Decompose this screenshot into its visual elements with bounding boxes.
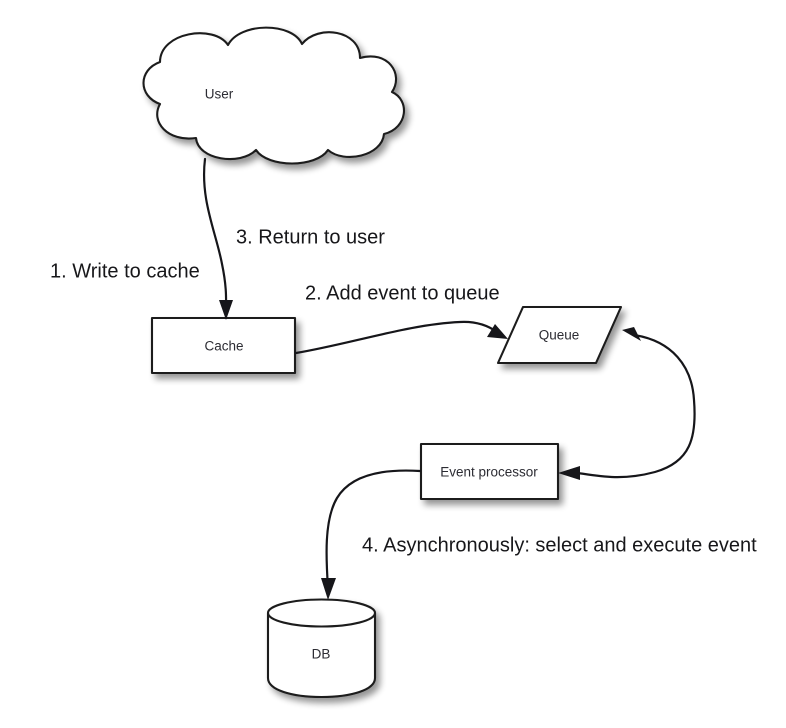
db-top-outline [266, 598, 377, 628]
cache-shape [152, 318, 295, 373]
step-label-1: 1. Write to cache [50, 260, 200, 282]
db-body-outline [266, 611, 377, 699]
node-queue[interactable] [496, 305, 623, 365]
edge-cache-to-queue-line [294, 320, 499, 355]
event-processor-shape [421, 444, 558, 499]
edge-queue-event-processor-line [576, 333, 696, 479]
node-cache[interactable] [150, 316, 297, 375]
node-queue-label: Queue [539, 328, 580, 343]
node-db-label: DB [312, 647, 331, 662]
cloud-outline [142, 26, 406, 165]
node-event-processor-label: Event processor [440, 465, 538, 480]
db-shape [268, 613, 375, 697]
edge-to-event-processor-arrowhead [558, 466, 580, 480]
db-top-fill [268, 599, 375, 627]
node-user-label: User [205, 87, 234, 102]
edge-cache-to-queue-arrowhead [487, 324, 508, 339]
step-label-2: 2. Add event to queue [305, 282, 500, 304]
cloud-shape [143, 27, 404, 164]
edge-user-to-cache-arrowhead [219, 300, 233, 320]
edge-user-to-cache[interactable] [203, 157, 233, 320]
edge-to-queue-arrowhead [622, 327, 641, 341]
edge-queue-event-processor[interactable] [558, 327, 696, 480]
edge-user-to-cache-line [203, 157, 228, 311]
cache-outline [150, 316, 297, 375]
node-db[interactable] [266, 598, 377, 699]
edge-event-processor-to-db-arrowhead [321, 578, 336, 600]
edge-event-processor-to-db[interactable] [321, 469, 422, 600]
node-cache-label: Cache [204, 339, 243, 354]
queue-shape [498, 307, 621, 363]
edge-cache-to-queue[interactable] [294, 320, 508, 355]
step-label-4: 4. Asynchronously: select and execute ev… [362, 534, 757, 556]
event-processor-outline [419, 442, 560, 501]
node-user[interactable] [142, 26, 406, 165]
step-label-3: 3. Return to user [236, 226, 385, 248]
node-event-processor[interactable] [419, 442, 560, 501]
edge-event-processor-to-db-line [325, 469, 422, 590]
queue-outline [496, 305, 623, 365]
